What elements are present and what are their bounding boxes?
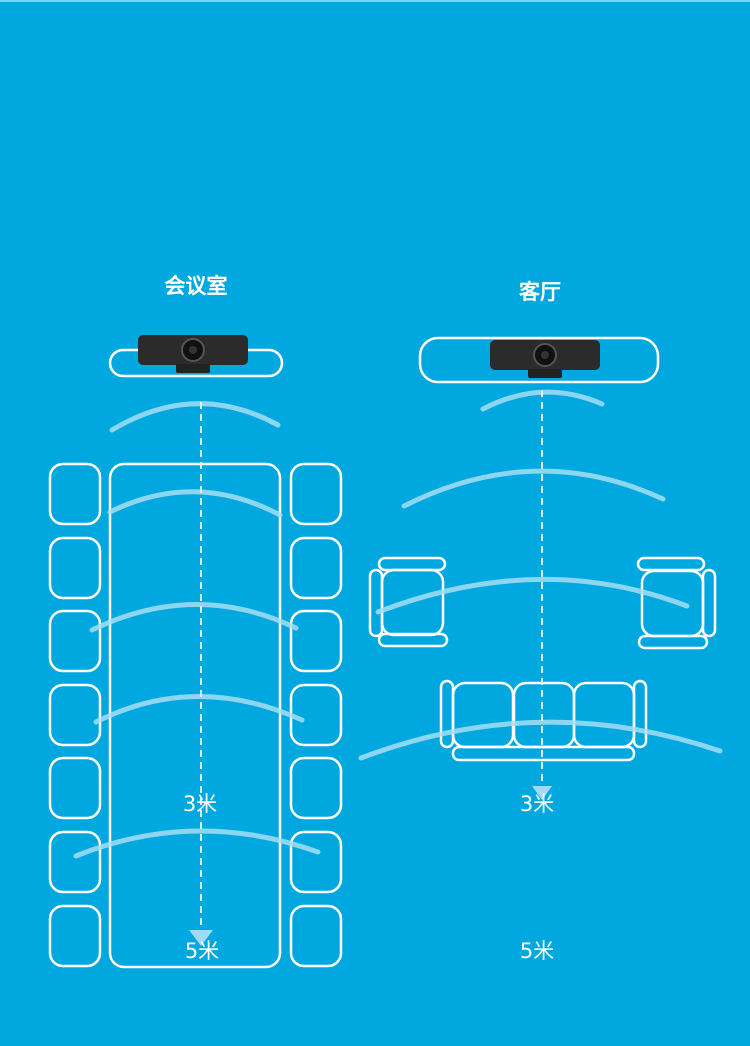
distance-label-3m: 3米	[182, 792, 218, 816]
arrow-down-icon	[532, 786, 552, 800]
distance-label-3m: 3米	[519, 792, 555, 816]
distance-label-5m: 5米	[184, 939, 220, 963]
armchair-left	[368, 556, 449, 648]
right-chairs	[289, 462, 343, 968]
armchair-right	[636, 556, 717, 650]
meeting-room-title: 会议室	[164, 274, 228, 298]
living-room-diagram	[368, 336, 717, 762]
left-chairs	[48, 462, 102, 968]
sofa	[439, 679, 648, 762]
camera-mount	[418, 336, 660, 384]
webcam-icon	[137, 334, 249, 374]
webcam-icon	[489, 339, 601, 379]
top-border	[0, 0, 750, 2]
arrow-down-icon	[189, 930, 213, 946]
coverage-arcs-right	[358, 389, 723, 761]
meeting-table	[108, 462, 282, 969]
coverage-arcs-left	[73, 401, 321, 859]
meeting-room-diagram	[48, 348, 343, 969]
distance-label-5m: 5米	[519, 939, 555, 963]
living-room-title: 客厅	[519, 280, 561, 304]
